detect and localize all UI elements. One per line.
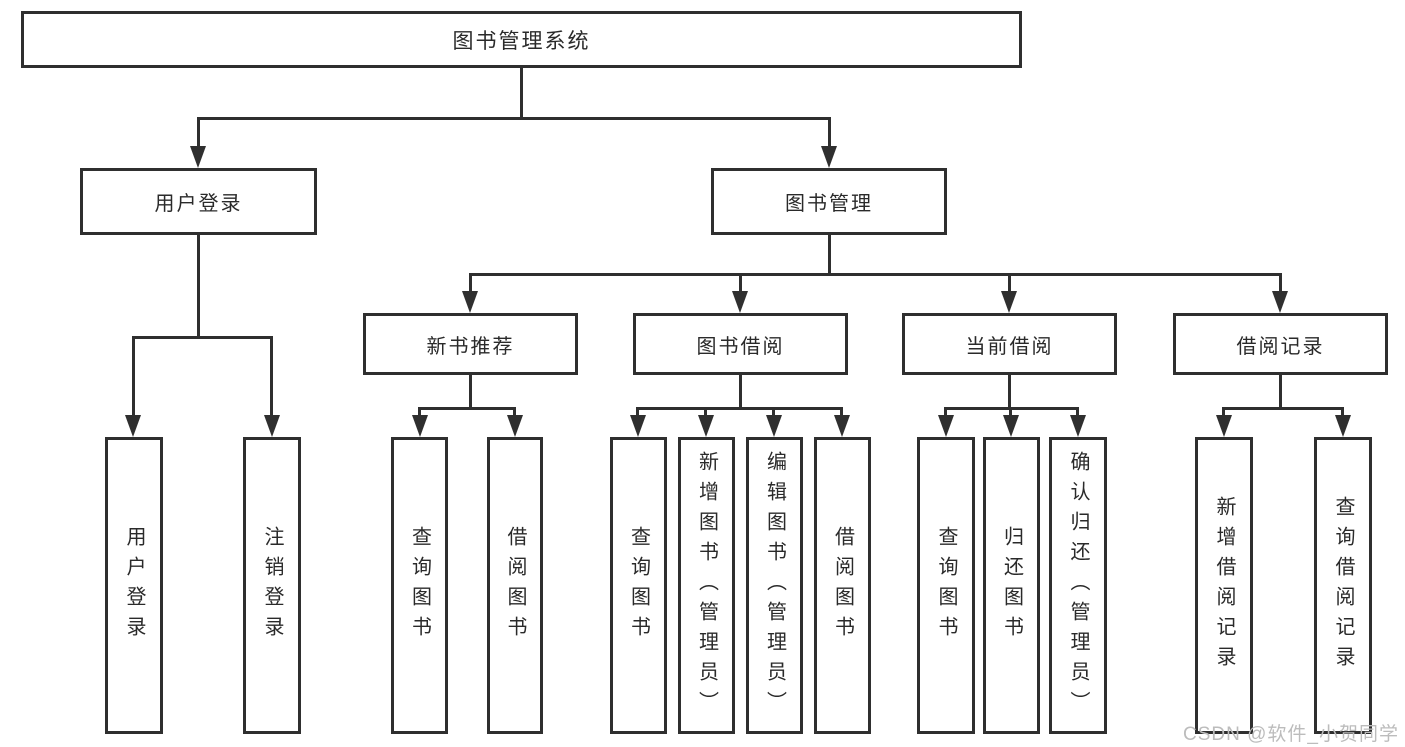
leaf-recommend-query-book-label: 查询图书 [408, 525, 431, 646]
connector [469, 375, 472, 407]
connector [419, 407, 516, 410]
connector [1279, 375, 1282, 407]
leaf-borrow-query-book-label: 查询图书 [627, 525, 650, 646]
node-borrowing-records-label: 借阅记录 [1236, 335, 1325, 358]
node-new-book-recommend-label: 新书推荐 [426, 335, 515, 358]
leaf-recommend-borrow-book: 借阅图书 [487, 437, 543, 734]
connector [132, 336, 135, 418]
connector [637, 407, 842, 410]
leaf-add-borrow-record: 新增借阅记录 [1195, 437, 1253, 734]
connector [772, 407, 775, 417]
arrow-down-icon [834, 415, 850, 437]
connector [828, 117, 831, 148]
connector [1076, 407, 1079, 417]
arrow-down-icon [1003, 415, 1019, 437]
connector [1009, 407, 1012, 417]
leaf-query-borrow-record-label: 查询借阅记录 [1332, 495, 1354, 676]
leaf-add-book-admin: 新增图书（管理员） [678, 437, 735, 734]
connector [828, 235, 831, 273]
leaf-confirm-return-admin-label: 确认归还（管理员） [1067, 450, 1089, 721]
connector [270, 336, 273, 418]
node-borrowing-records: 借阅记录 [1173, 313, 1388, 375]
connector [513, 407, 516, 417]
arrow-down-icon [1335, 415, 1351, 437]
leaf-logout-label: 注销登录 [261, 525, 283, 646]
leaf-logout: 注销登录 [243, 437, 301, 734]
connector [1008, 273, 1011, 293]
connector [132, 336, 273, 339]
leaf-confirm-return-admin: 确认归还（管理员） [1049, 437, 1107, 734]
leaf-borrow-book: 借阅图书 [814, 437, 871, 734]
node-book-borrowing: 图书借阅 [633, 313, 848, 375]
connector [469, 273, 1281, 276]
leaf-return-book: 归还图书 [983, 437, 1040, 734]
node-library-system-label: 图书管理系统 [452, 29, 591, 53]
arrow-down-icon [462, 291, 478, 313]
node-current-borrowing: 当前借阅 [902, 313, 1117, 375]
arrow-down-icon [630, 415, 646, 437]
leaf-add-book-admin-label: 新增图书（管理员） [695, 450, 718, 721]
connector [704, 407, 707, 417]
connector [418, 407, 421, 417]
arrow-down-icon [732, 291, 748, 313]
leaf-borrow-query-book: 查询图书 [610, 437, 667, 734]
connector [197, 117, 831, 120]
leaf-user-login-label: 用户登录 [123, 525, 145, 646]
connector [944, 407, 947, 417]
leaf-edit-book-admin: 编辑图书（管理员） [746, 437, 803, 734]
connector [469, 273, 472, 293]
csdn-watermark: CSDN @软件_小贺同学 [1183, 724, 1399, 745]
connector [197, 117, 200, 148]
node-library-system: 图书管理系统 [21, 11, 1022, 68]
connector [1279, 273, 1282, 293]
arrow-down-icon [1272, 291, 1288, 313]
connector [197, 235, 200, 336]
leaf-edit-book-admin-label: 编辑图书（管理员） [763, 450, 786, 721]
arrow-down-icon [1216, 415, 1232, 437]
leaf-borrow-book-label: 借阅图书 [831, 525, 854, 646]
node-user-login: 用户登录 [80, 168, 317, 235]
connector [739, 375, 742, 407]
leaf-return-book-label: 归还图书 [1000, 525, 1023, 646]
node-user-login-label: 用户登录 [154, 193, 243, 215]
connector [1222, 407, 1225, 417]
connector [739, 273, 742, 293]
node-current-borrowing-label: 当前借阅 [965, 335, 1054, 358]
node-book-borrowing-label: 图书借阅 [696, 335, 785, 358]
leaf-recommend-borrow-book-label: 借阅图书 [504, 525, 526, 646]
leaf-query-borrow-record: 查询借阅记录 [1314, 437, 1372, 734]
arrow-down-icon [125, 415, 141, 437]
node-new-book-recommend: 新书推荐 [363, 313, 578, 375]
node-book-management: 图书管理 [711, 168, 947, 235]
connector [840, 407, 843, 417]
arrow-down-icon [190, 146, 206, 168]
connector [1341, 407, 1344, 417]
connector [1223, 407, 1343, 410]
connector [520, 68, 523, 117]
arrow-down-icon [412, 415, 428, 437]
connector [636, 407, 639, 417]
leaf-recommend-query-book: 查询图书 [391, 437, 448, 734]
arrow-down-icon [698, 415, 714, 437]
arrow-down-icon [1070, 415, 1086, 437]
arrow-down-icon [507, 415, 523, 437]
arrow-down-icon [264, 415, 280, 437]
leaf-current-query-book-label: 查询图书 [935, 525, 957, 646]
leaf-add-borrow-record-label: 新增借阅记录 [1213, 495, 1235, 676]
arrow-down-icon [1001, 291, 1017, 313]
arrow-down-icon [821, 146, 837, 168]
leaf-user-login: 用户登录 [105, 437, 163, 734]
node-book-management-label: 图书管理 [785, 193, 873, 215]
arrow-down-icon [938, 415, 954, 437]
leaf-current-query-book: 查询图书 [917, 437, 975, 734]
arrow-down-icon [766, 415, 782, 437]
connector [1008, 375, 1011, 407]
